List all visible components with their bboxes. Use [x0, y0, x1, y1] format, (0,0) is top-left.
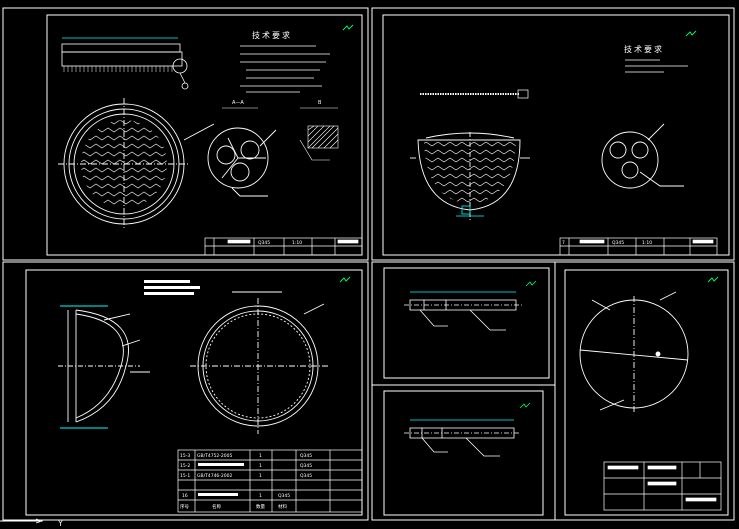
- frame-outer-top-right: [371, 7, 735, 261]
- frame-inner-bottom-left: [25, 269, 363, 516]
- ucs-axis-icon: [0, 518, 44, 524]
- tr-dish-head: [410, 132, 530, 220]
- tr-title-scale: 1:10: [642, 240, 652, 246]
- bom-row-2-mat: Q345: [300, 463, 312, 469]
- br-disc-view: [579, 291, 689, 412]
- bom-row-3-qty: 1: [259, 473, 262, 479]
- tr-title-block: [559, 237, 718, 256]
- tr-tech-req-title: 技术要求: [624, 44, 664, 54]
- bom-row-1-std: GB/T4752-2005: [197, 453, 233, 459]
- tl-section-b: B: [299, 100, 339, 161]
- bom-row-1-qty: 1: [259, 453, 262, 459]
- bom-header-name: 名称: [212, 503, 221, 510]
- bom-header-mat: 材料: [278, 503, 287, 510]
- frame-outer-bottom-mid-top: [371, 261, 556, 386]
- frame-inner-bottom-mid-bottom: [383, 390, 544, 516]
- tl-north-mark-icon: [342, 24, 354, 31]
- bom-row-16-qty: 1: [259, 493, 262, 499]
- bom-row-1-mat: Q345: [300, 453, 312, 459]
- bl-plan-ring: [190, 291, 328, 434]
- tl-section-b-label: B: [318, 100, 322, 106]
- br-title-block: [603, 461, 722, 511]
- bom-row-16-name-bar: [198, 493, 238, 496]
- bom-header-qty: 数量: [256, 503, 265, 510]
- tr-detail-circle: [601, 123, 684, 189]
- tr-nozzle-rod: [420, 89, 529, 99]
- sheet-top-left: 技术要求 A—A: [58, 24, 363, 256]
- bom-row-3-mat: Q345: [300, 473, 312, 479]
- inner-frames: [25, 14, 730, 516]
- tr-north-mark-icon: [685, 30, 697, 37]
- bl-head-profile: [58, 305, 150, 429]
- tl-section-a: A—A: [207, 100, 277, 197]
- tl-section-a-label: A—A: [232, 100, 244, 106]
- bom-row-1-no: 15-3: [180, 453, 190, 459]
- tl-title-scale: 1:10: [292, 240, 302, 246]
- tl-title-material: Q345: [258, 240, 270, 246]
- sheet-bottom-mid-bottom: [404, 402, 531, 457]
- frame-outer-bottom-left: [2, 261, 369, 521]
- tr-tech-requirements: 技术要求: [624, 44, 688, 73]
- sheet-bottom-right: [579, 276, 722, 511]
- sheet-bottom-left: 15-3 GB/T4752-2005 1 Q345 15-2 1 Q345 15…: [58, 276, 363, 513]
- tr-dish-pattern: [424, 142, 516, 217]
- bl-north-mark-icon: [339, 276, 351, 283]
- sheet-top-right: 技术要求: [410, 30, 718, 256]
- bom-row-2-std-bar: [198, 463, 244, 466]
- frame-inner-top-right: [382, 14, 730, 256]
- tl-title-block: [204, 237, 363, 256]
- bom-row-2-no: 15-2: [180, 463, 190, 469]
- tr-title-no: 7: [562, 240, 565, 246]
- bmt-north-mark-icon: [525, 280, 537, 287]
- sheet-frames: [2, 7, 735, 521]
- bom-row-16-mat: Q345: [278, 493, 290, 499]
- frame-inner-bottom-mid-top: [383, 267, 550, 379]
- tl-tech-requirements: 技术要求: [240, 30, 330, 93]
- frame-inner-bottom-right: [564, 269, 729, 516]
- bl-notes-block: [144, 280, 200, 295]
- tl-tube-pattern: [81, 120, 167, 205]
- bom-header-no: 序号: [180, 503, 189, 510]
- tr-title-material: Q345: [612, 240, 624, 246]
- tl-plan-circle: [58, 98, 215, 230]
- sheet-bottom-mid-top: [404, 280, 537, 331]
- bom-row-3-no: 15-1: [180, 473, 190, 479]
- br-north-mark-icon: [707, 276, 719, 283]
- frame-inner-top-left: [46, 14, 363, 256]
- tl-elevation-view: [61, 37, 189, 90]
- ucs-axis-label: Y: [57, 519, 63, 528]
- bl-bom-table: [177, 449, 363, 513]
- frame-outer-bottom-right: [554, 261, 735, 521]
- bmb-north-mark-icon: [519, 402, 531, 409]
- bl-bom-rows: 15-3 GB/T4752-2005 1 Q345 15-2 1 Q345 15…: [180, 453, 312, 510]
- bom-row-2-qty: 1: [259, 463, 262, 469]
- bom-row-16-no: 16: [182, 493, 188, 499]
- bom-row-3-std: GB/T4746-2002: [197, 473, 233, 479]
- frame-outer-top-left: [2, 7, 369, 261]
- tl-tech-req-title: 技术要求: [252, 30, 292, 40]
